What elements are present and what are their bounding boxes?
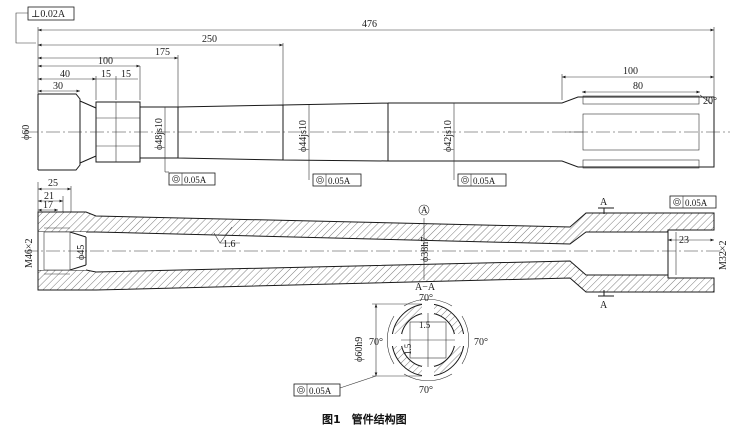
dim-15a: 15 <box>101 69 111 80</box>
concentricity-frame-2: 0.05A <box>312 173 362 187</box>
section-view: 25 21 17 M46×2 ϕ45 ϕ38h7 M32×2 23 1 <box>24 178 729 311</box>
dim-17: 17 <box>43 200 53 211</box>
conc-aa-text: 0.05A <box>309 386 332 396</box>
roughness-1-6: 1.6 <box>223 239 236 250</box>
conc-2-text: 0.05A <box>328 176 351 186</box>
dim-100-right: 100 <box>623 66 638 77</box>
datum-circle <box>418 204 430 216</box>
dim-100-left: 100 <box>98 56 113 67</box>
dim-80: 80 <box>633 81 643 92</box>
angle-bottom: 70° <box>419 385 433 396</box>
concentricity-frame-1: 0.05A <box>165 171 216 186</box>
perpendicularity-frame: ⊥0.02A <box>15 6 75 44</box>
dim-40: 40 <box>60 69 70 80</box>
width-1-5-top: 1.5 <box>419 320 431 330</box>
top-view: ⊥0.02A 476 250 175 100 40 15 15 30 100 8… <box>15 6 730 187</box>
dim-21: 21 <box>44 191 54 202</box>
concentricity-frame-3: 0.05A <box>457 173 507 187</box>
width-1-5-left: 1.5 <box>403 343 413 355</box>
dim-30: 30 <box>53 81 63 92</box>
dim-476: 476 <box>362 19 377 30</box>
diam-60h9: ϕ60h9 <box>354 337 365 362</box>
diam-45: ϕ45 <box>76 245 87 260</box>
dim-175: 175 <box>155 47 170 58</box>
diam-42js10: ϕ42js10 <box>443 120 454 152</box>
concentricity-frame-right: 0.05A <box>669 195 717 209</box>
thread-m46: M46×2 <box>24 238 35 268</box>
datum-a-label: A <box>421 205 428 215</box>
cut-label-top: A <box>600 197 608 208</box>
diam-38h7: ϕ38h7 <box>420 237 431 262</box>
section-aa: A−A 70° 70° 70° 70° 1.5 1.5 ϕ60h9 <box>293 282 488 397</box>
concentricity-frame-aa: 0.05A <box>293 375 377 397</box>
dim-250: 250 <box>202 34 217 45</box>
angle-right: 70° <box>474 337 488 348</box>
diam-48js10: ϕ48js10 <box>154 118 165 150</box>
perp-tol-text: ⊥0.02A <box>31 9 66 20</box>
angle-top: 70° <box>419 293 433 304</box>
dim-25: 25 <box>48 178 58 189</box>
diam-44js10: ϕ44js10 <box>298 120 309 152</box>
dim-15b: 15 <box>121 69 131 80</box>
cut-label-bottom: A <box>600 300 608 311</box>
diam-60: ϕ60 <box>21 125 32 140</box>
conc-right-text: 0.05A <box>685 198 708 208</box>
dim-23: 23 <box>679 235 689 246</box>
conc-1-text: 0.05A <box>184 175 207 185</box>
section-aa-label: A−A <box>415 282 436 293</box>
figure-caption: 图1 管件结构图 <box>322 412 407 426</box>
conc-3-text: 0.05A <box>473 176 496 186</box>
thread-m32: M32×2 <box>718 240 729 270</box>
angle-20: 20° <box>703 96 717 107</box>
